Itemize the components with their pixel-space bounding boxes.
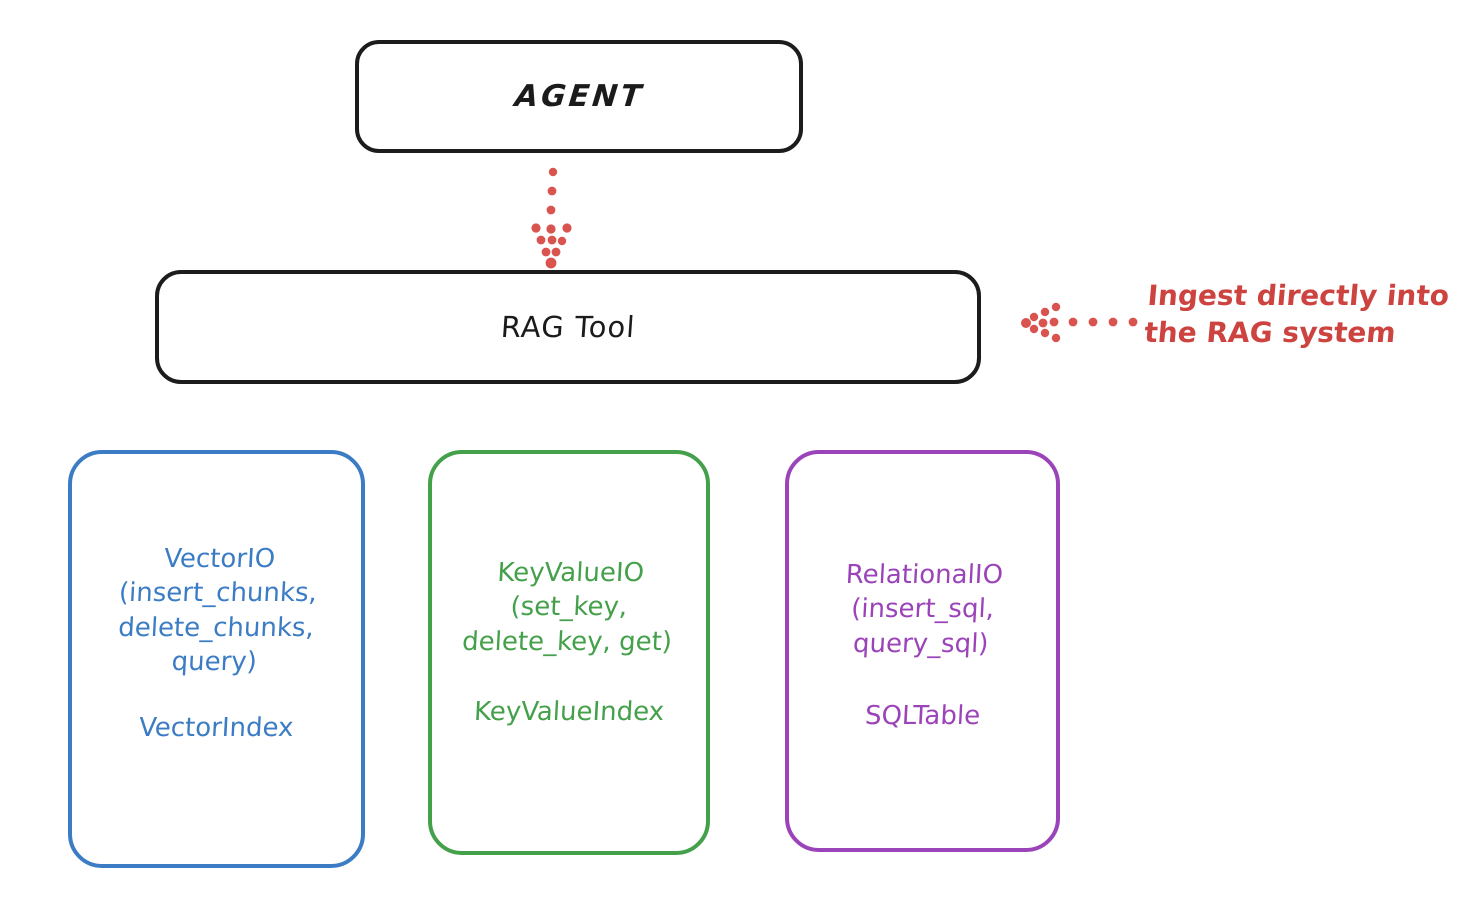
- relational-io-api-label: RelationalIO (insert_sql, query_sql): [844, 560, 1004, 659]
- sql-table-label: SQLTable: [864, 700, 981, 731]
- key-value-io-node[interactable]: KeyValueIO (set_key, delete_key, get) Ke…: [428, 450, 710, 855]
- connector-ingest-to-rag: [1021, 302, 1138, 343]
- rag-tool-label: RAG Tool: [499, 310, 637, 344]
- connector-agent-to-rag: [531, 167, 572, 269]
- agent-node[interactable]: AGENT: [355, 40, 803, 153]
- key-value-index-label: KeyValueIndex: [473, 696, 665, 727]
- agent-label: AGENT: [512, 79, 646, 114]
- vector-io-node[interactable]: VectorIO (insert_chunks, delete_chunks, …: [68, 450, 365, 868]
- ingest-annotation-label: Ingest directly into the RAG system: [1143, 279, 1451, 349]
- key-value-io-api-label: KeyValueIO (set_key, delete_key, get): [461, 558, 673, 657]
- vector-index-label: VectorIndex: [138, 713, 295, 744]
- vector-io-api-label: VectorIO (insert_chunks, delete_chunks, …: [117, 544, 318, 677]
- relational-io-node[interactable]: RelationalIO (insert_sql, query_sql) SQL…: [785, 450, 1060, 852]
- rag-tool-node[interactable]: RAG Tool: [155, 270, 981, 384]
